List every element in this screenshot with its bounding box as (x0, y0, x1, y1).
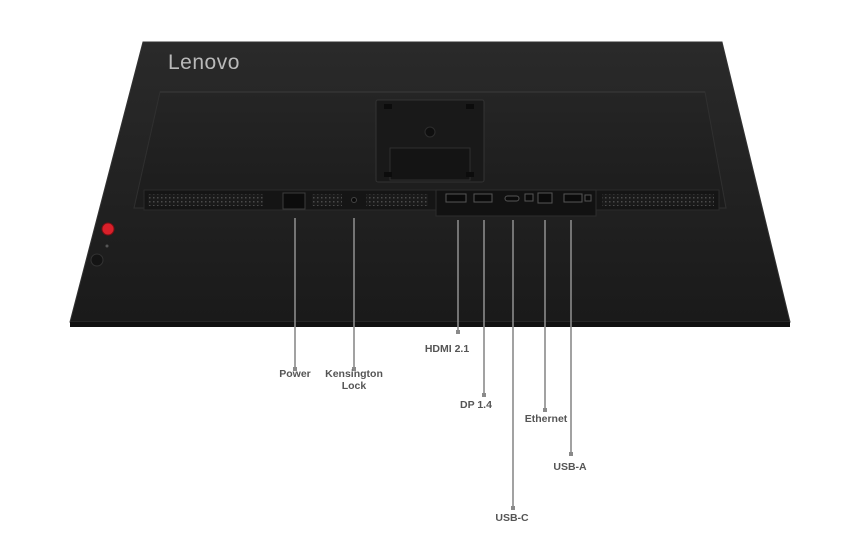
port-label-dp: DP 1.4 (460, 399, 492, 411)
lenovo-logo: Lenovo (168, 51, 240, 74)
callout-end-usbc (511, 506, 515, 510)
callout-end-ethernet (543, 408, 547, 412)
callout-lines (293, 218, 573, 510)
port-label-kensington: Kensington (325, 368, 383, 380)
callout-end-hdmi (456, 330, 460, 334)
port-label-power: Power (279, 368, 311, 380)
io-strip (143, 189, 720, 217)
callout-end-power (293, 367, 297, 371)
vesa-mount (375, 99, 485, 183)
callout-end-dp (482, 393, 486, 397)
joystick-button[interactable] (90, 253, 104, 267)
port-label-usbc: USB-C (495, 512, 529, 524)
power-button[interactable] (101, 222, 115, 236)
status-led (105, 244, 109, 248)
callout-end-kensington (352, 367, 356, 371)
port-label-hdmi: HDMI 2.1 (425, 343, 470, 355)
callout-end-usba (569, 452, 573, 456)
port-label-usba: USB-A (553, 461, 587, 473)
port-label-kensington-line2: Lock (342, 380, 367, 392)
port-label-ethernet: Ethernet (525, 413, 568, 425)
